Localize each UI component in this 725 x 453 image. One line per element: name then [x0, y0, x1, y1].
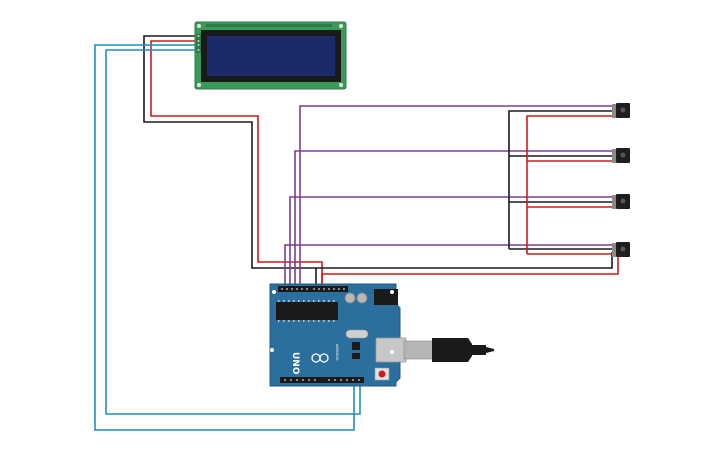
reset-button-cap: [378, 370, 386, 378]
wire-sensor-vcc-to-arduino[interactable]: [321, 252, 619, 286]
wire-sensor-3-signal[interactable]: [289, 196, 616, 286]
sensor-3[interactable]: [612, 194, 630, 209]
wire-sensor-2-signal[interactable]: [294, 150, 616, 286]
lcd-i2c-pins: [196, 34, 201, 53]
wire-lcd-scl[interactable]: [105, 49, 361, 415]
power-header-pins: [284, 379, 360, 381]
usb-strain-relief: [472, 345, 486, 355]
lcd-mount-hole: [197, 24, 201, 28]
wire-sensor-4-signal[interactable]: [284, 244, 616, 286]
lcd-mount-hole: [339, 83, 343, 87]
lcd-mount-hole: [339, 24, 343, 28]
board-mount-hole: [390, 290, 394, 294]
board-mount-hole: [270, 348, 274, 352]
lcd-display[interactable]: [194, 21, 347, 90]
wire-sensor-1-signal[interactable]: [299, 105, 616, 286]
lcd-header-pins: [206, 24, 332, 27]
small-ic: [352, 353, 360, 359]
wires: [94, 35, 619, 431]
wire-sensor-1-gnd[interactable]: [508, 110, 616, 249]
usb-plug-metal: [403, 340, 435, 360]
lcd-screen: [207, 36, 335, 76]
board-brand-label: ARDUINO: [335, 344, 339, 361]
small-ic: [352, 342, 360, 350]
atmega-chip: [276, 302, 338, 320]
sensor-4[interactable]: [612, 242, 630, 257]
usb-cable-end: [486, 347, 494, 353]
capacitor: [344, 292, 356, 304]
crystal: [345, 329, 369, 339]
wire-lcd-vcc[interactable]: [150, 40, 323, 286]
usb-port: [375, 337, 407, 363]
chip-pins: [278, 300, 335, 322]
board-name-label: UNO: [290, 352, 300, 375]
power-header: [280, 377, 364, 383]
board-mount-hole: [390, 350, 394, 354]
arduino-logo: [311, 353, 329, 363]
sensor-1[interactable]: [612, 103, 630, 118]
wire-sensor-1-vcc[interactable]: [526, 115, 616, 254]
capacitor: [356, 292, 368, 304]
board-mount-hole: [272, 290, 276, 294]
sensor-2[interactable]: [612, 148, 630, 163]
wire-sensor-gnd-to-arduino[interactable]: [316, 252, 613, 269]
usb-cable[interactable]: [403, 338, 494, 362]
lcd-mount-hole: [197, 83, 201, 87]
power-jack: [374, 289, 398, 305]
arduino-uno-board[interactable]: UNO ARDUINO: [269, 283, 407, 387]
digital-header-pins: [281, 288, 345, 290]
usb-plug-body: [432, 338, 472, 362]
